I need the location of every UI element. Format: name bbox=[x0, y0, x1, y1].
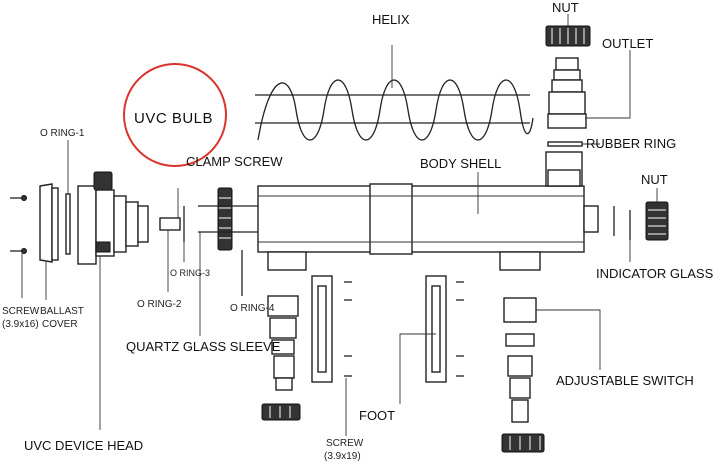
label-o-ring-3: O RING-3 bbox=[170, 268, 210, 278]
label-indicator-glass: INDICATOR GLASS bbox=[596, 266, 714, 281]
indicator-glass bbox=[613, 206, 631, 262]
label-screw-bottom-1: SCREW bbox=[326, 438, 364, 449]
nut-top bbox=[545, 14, 591, 47]
label-helix: HELIX bbox=[372, 12, 410, 27]
o-ring-1 bbox=[65, 140, 71, 255]
label-body-shell: BODY SHELL bbox=[420, 156, 501, 171]
foot-left bbox=[311, 275, 352, 436]
body-shell bbox=[257, 151, 599, 271]
label-uvc-bulb: UVC BULB bbox=[134, 110, 213, 127]
uvc-bulb-part bbox=[159, 188, 185, 292]
inlet-fitting-right bbox=[501, 297, 601, 453]
label-ballast-1: BALLAST bbox=[40, 306, 84, 317]
label-uvc-device-head: UVC DEVICE HEAD bbox=[24, 438, 143, 453]
label-adjustable-switch: ADJUSTABLE SWITCH bbox=[556, 373, 694, 388]
clamp-screw bbox=[217, 187, 233, 251]
ballast-cover bbox=[39, 183, 59, 300]
quartz-glass-sleeve bbox=[198, 205, 258, 336]
uvc-bulb-highlight bbox=[123, 63, 227, 167]
label-screw-bottom-2: (3.9x19) bbox=[324, 451, 361, 462]
label-outlet: OUTLET bbox=[602, 36, 653, 51]
left-screws bbox=[10, 195, 27, 298]
nut-right bbox=[645, 188, 669, 241]
uvc-device-head bbox=[77, 171, 149, 430]
label-screw-left-2: (3.9x16) bbox=[2, 319, 39, 330]
label-clamp-screw: CLAMP SCREW bbox=[186, 154, 283, 169]
label-o-ring-2: O RING-2 bbox=[137, 299, 182, 310]
label-ballast-2: COVER bbox=[42, 319, 78, 330]
label-quartz-glass-sleeve: QUARTZ GLASS SLEEVE bbox=[126, 339, 281, 354]
label-o-ring-4: O RING-4 bbox=[230, 303, 275, 314]
label-nut-right: NUT bbox=[641, 172, 668, 187]
inlet-fitting-left bbox=[261, 295, 301, 421]
foot-right bbox=[399, 275, 464, 404]
label-foot: FOOT bbox=[359, 408, 395, 423]
label-o-ring-1: O RING-1 bbox=[40, 128, 85, 139]
outlet-fitting bbox=[547, 50, 631, 129]
helix bbox=[255, 45, 534, 141]
label-rubber-ring: RUBBER RING bbox=[586, 136, 676, 151]
label-nut-top: NUT bbox=[552, 0, 579, 15]
label-screw-left-1: SCREW bbox=[2, 306, 40, 317]
rubber-ring bbox=[547, 141, 600, 147]
